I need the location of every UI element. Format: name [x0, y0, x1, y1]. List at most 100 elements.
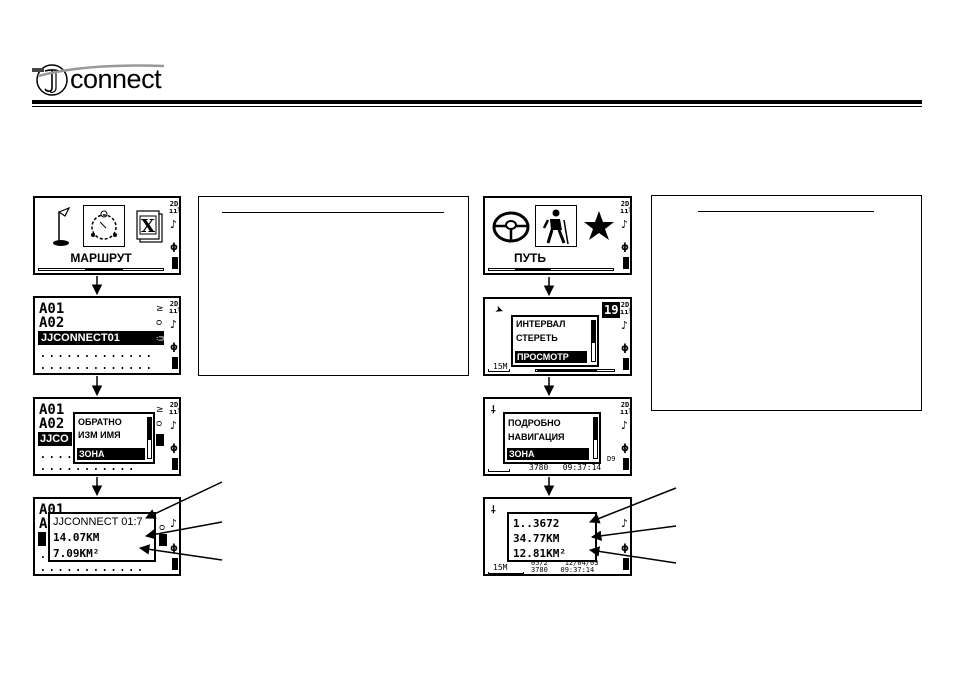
left-screen-4: A01 A . ............ JJCONNECT 01:7 14.0… [33, 497, 181, 576]
route-name-value: JJCONNECT 01:7 [53, 516, 143, 528]
brand-name: connect [70, 64, 162, 94]
plug-icon: ϕ [621, 343, 629, 354]
music-note-icon: ♪ [170, 419, 178, 432]
route-empty-row: ............ [39, 560, 145, 575]
callout-track-points [589, 487, 677, 524]
right-screen-3: ⸸ ПОДРОБНО НАВИГАЦИЯ ЗОНА 3780 09:37:14 … [483, 397, 632, 476]
music-note-icon: ♪ [621, 218, 629, 231]
battery-icon [172, 257, 178, 269]
route-selected-partial: JJCO [38, 432, 72, 446]
orbit-icon: ᴑ [156, 419, 163, 429]
route-icon [91, 210, 117, 240]
route-empty-row: . [39, 547, 48, 562]
track-info-popup: 1..3672 34.77KM 12.81KM² [507, 512, 597, 562]
status-top-readout: 05/2 12/04/03 [531, 559, 599, 567]
progress-fill [85, 268, 123, 271]
route-icon-frame [83, 205, 125, 247]
music-note-icon: ♪ [170, 318, 178, 331]
menu-scrollbar[interactable] [593, 417, 598, 459]
route-distance-value: 14.07KM [53, 531, 100, 544]
hiker-icon-frame [535, 205, 577, 247]
steering-wheel-icon [492, 211, 530, 243]
menu-item-interval[interactable]: ИНТЕРВАЛ [516, 319, 566, 329]
menu-scrollbar[interactable] [147, 417, 152, 459]
plug-icon: ϕ [170, 342, 178, 353]
plug-icon: ϕ [621, 242, 629, 253]
delete-x-icon: X [136, 210, 163, 243]
position-marker-icon: ⸸ [491, 405, 496, 416]
header-rule-thin [32, 106, 922, 107]
route-a01[interactable]: A01 [39, 301, 65, 317]
sort-icon: ≥ [156, 405, 164, 415]
route-selected[interactable]: JJCONNECT01 [38, 331, 164, 345]
battery-icon [172, 558, 178, 570]
menu-item-zone[interactable]: ЗОНА [507, 448, 589, 460]
route-empty-row: ............. [39, 358, 154, 373]
map-scale-bar [488, 469, 510, 472]
progress-fill [515, 268, 551, 271]
plug-icon: ϕ [170, 242, 178, 253]
route-context-menu: ОБРАТНО ИЗМ ИМЯ ЗОНА [73, 412, 155, 464]
music-note-icon: ♪ [621, 517, 629, 530]
menu-scrollbar[interactable] [591, 320, 596, 362]
hiker-icon [542, 209, 569, 245]
route-a02[interactable]: A02 [39, 315, 65, 331]
track-distance-value: 34.77KM [513, 532, 560, 545]
position-marker-icon: ⸸ [491, 505, 496, 516]
callout-track-area [588, 546, 677, 564]
menu-item-delete[interactable]: СТЕРЕТЬ [516, 333, 558, 343]
map-scale-label: 15M [493, 563, 508, 572]
plug-icon: ϕ [170, 443, 178, 454]
plug-icon: ϕ [621, 543, 629, 554]
right-screen-1-label: ПУТЬ [513, 251, 547, 265]
music-note-icon: ♪ [621, 419, 629, 432]
callout-route-distance [144, 521, 223, 540]
route-area-value: 7.09KM² [53, 547, 100, 560]
status-bottom-readout: 3780 09:37:14 [529, 463, 602, 472]
callout-track-distance [590, 525, 677, 541]
music-note-icon: ♪ [170, 218, 178, 231]
sort-icon: ≥ [156, 304, 164, 314]
battery-icon [623, 558, 629, 570]
map-scale-label: 15M [493, 362, 508, 371]
battery-icon [172, 458, 178, 470]
svg-text:X: X [141, 216, 155, 237]
right-box-title-rule [698, 211, 874, 212]
route-empty-row: ............. [39, 346, 154, 361]
progress-track [488, 268, 614, 271]
music-note-icon: ♪ [621, 319, 629, 332]
battery-icon [623, 257, 629, 269]
callout-route-name [145, 481, 223, 519]
left-box-title-rule [222, 212, 444, 213]
right-description-box [651, 195, 922, 411]
menu-item-reverse[interactable]: ОБРАТНО [78, 417, 122, 427]
menu-item-view[interactable]: ПРОСМОТР [515, 351, 587, 363]
edit-icon: ᴞ [156, 334, 165, 344]
menu-item-details[interactable]: ПОДРОБНО [508, 418, 561, 428]
left-screen-2: A01 A02 JJCONNECT01 ............. ......… [33, 296, 181, 375]
edit-icon [156, 434, 164, 446]
status-bottom-readout: 3780 09:37:14 [531, 566, 595, 574]
map-scale-bar [488, 572, 524, 574]
star-icon [584, 211, 614, 240]
route-a02-partial: A [39, 516, 48, 532]
left-screen-3: A01 A02 JJCO ........... ........... ОБР… [33, 397, 181, 476]
flag-icon [53, 206, 71, 246]
brand-logo-icon [32, 64, 165, 96]
progress-fill [537, 369, 597, 372]
status-top-readout: D9 [607, 455, 616, 463]
route-selected-partial [38, 532, 46, 546]
music-note-icon: ♪ [170, 517, 178, 530]
menu-item-zone[interactable]: ЗОНА [77, 448, 145, 460]
menu-item-rename[interactable]: ИЗМ ИМЯ [78, 430, 121, 440]
track-area-value: 12.81KM² [513, 547, 566, 560]
menu-item-navigation[interactable]: НАВИГАЦИЯ [508, 432, 565, 442]
